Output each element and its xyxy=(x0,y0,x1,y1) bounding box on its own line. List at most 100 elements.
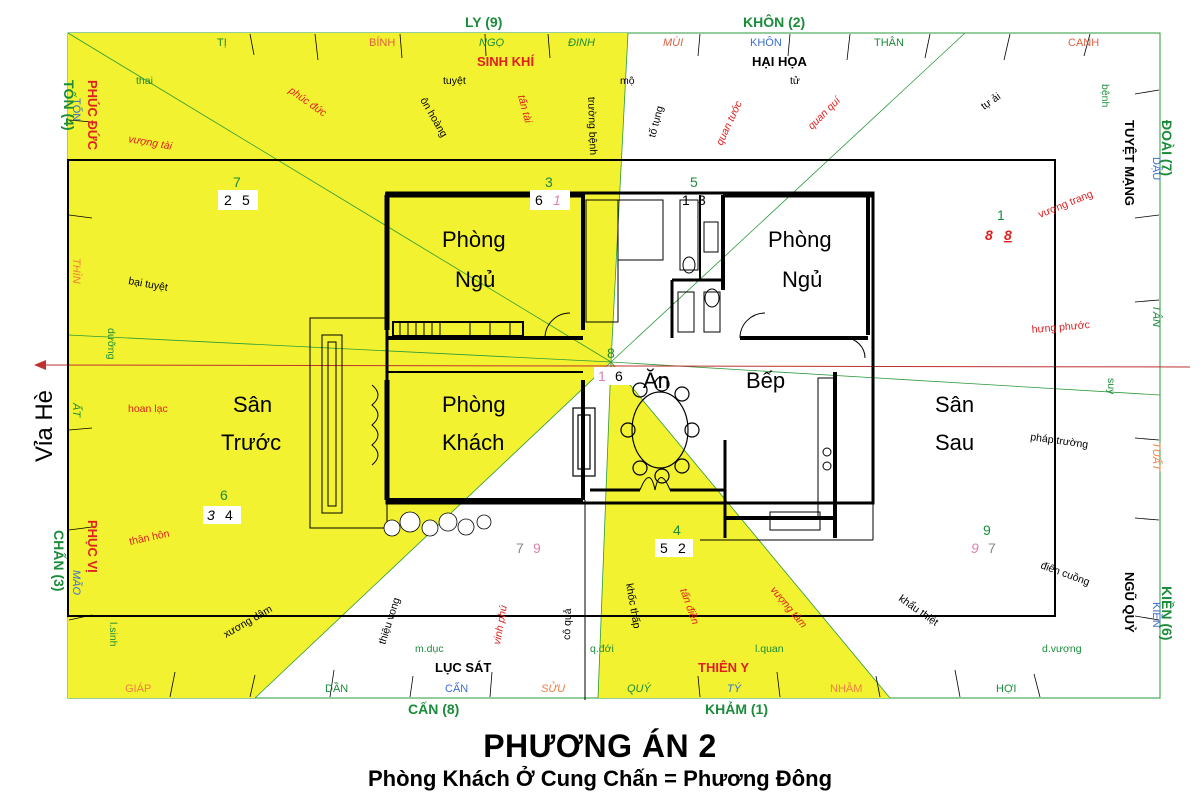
fortune-phuc-vi: PHỤC VỊ xyxy=(85,520,100,573)
back-yard-line1: Sân xyxy=(935,392,974,417)
front-yard-line2: Trước xyxy=(221,430,281,455)
star-ne-a: 1 xyxy=(682,192,690,208)
mountain-tan: TÂN xyxy=(1150,305,1163,327)
star-n-top: 3 xyxy=(545,174,553,190)
mountain-mao: MÃO xyxy=(70,570,83,596)
star-d-vuong: d.vượng xyxy=(1042,643,1082,655)
star-sw-top: 6 xyxy=(220,487,228,503)
star-ne-top: 5 xyxy=(690,174,698,190)
mountain-can: CẤN xyxy=(445,682,468,695)
fortune-hai-hoa: HẠI HỌA xyxy=(752,54,808,69)
mountain-khon: KHÔN xyxy=(750,36,782,49)
star-e-b: 8 xyxy=(1004,227,1012,243)
axis-arrow-icon xyxy=(34,360,46,370)
star-se-top: 9 xyxy=(983,522,991,538)
room-bedroom-2-line2: Ngủ xyxy=(782,267,822,292)
star-sw-b: 4 xyxy=(225,507,233,523)
star-nw-top: 7 xyxy=(233,174,241,190)
mountain-hoi: HỢI xyxy=(996,683,1016,695)
flying-stars: 7 2 5 3 6 1 5 1 3 1 8 8 8 1 6 6 3 4 4 5 … xyxy=(203,174,1012,557)
star-duong: dưỡng xyxy=(105,328,117,360)
star-tu: tử xyxy=(790,75,800,87)
star-suy: suy xyxy=(1105,378,1117,395)
room-bedroom-1-line2: Ngủ xyxy=(455,267,495,292)
star-center-b: 6 xyxy=(615,368,623,384)
star-nw-b: 5 xyxy=(242,192,250,208)
star-center-top: 8 xyxy=(607,345,615,361)
star-thai: thai xyxy=(136,75,153,87)
dining-table xyxy=(620,376,700,484)
fortune-tuyet-mang: TUYỆT MẠNG xyxy=(1122,120,1137,206)
front-yard-line1: Sân xyxy=(233,392,272,417)
trigram-can: CẤN (8) xyxy=(408,701,459,717)
door-swings xyxy=(371,312,866,491)
mountain-at: ẤT xyxy=(70,402,83,418)
trigram-doai: ĐOÀI (7) xyxy=(1159,120,1175,176)
room-dining: Ăn xyxy=(643,368,670,393)
sidewalk-label: Vỉa Hè xyxy=(31,390,58,462)
fortune-ngu-quy: NGŨ QUỶ xyxy=(1122,572,1137,633)
mountain-labels: TỊ BÍNH NGỌ ĐINH MÙI KHÔN THÂN CANH GIÁP… xyxy=(70,36,1163,695)
star-e-top: 1 xyxy=(997,207,1005,223)
fortune-labels: SINH KHÍ HẠI HỌA LỤC SÁT THIÊN Y PHÚC ĐỨ… xyxy=(85,54,1137,675)
trigram-labels: LY (9) KHÔN (2) CẤN (8) KHẢM (1) TỐN (4)… xyxy=(51,13,1175,717)
star-banh: bệnh xyxy=(1099,84,1111,108)
mountain-nham: NHÂM xyxy=(830,682,862,695)
mountain-ticks xyxy=(68,33,1160,698)
star-mo: mộ xyxy=(620,75,635,87)
wardrobe-hatch xyxy=(399,322,511,336)
mountain-than: THÂN xyxy=(874,36,904,49)
mountain-suu: SỬU xyxy=(541,682,565,695)
star-s-a: 5 xyxy=(660,540,668,556)
mountain-dau: DẬU xyxy=(1150,157,1163,180)
star-center-a: 1 xyxy=(598,368,606,384)
star-n-a: 6 xyxy=(535,192,543,208)
mountain-mui: MÙI xyxy=(663,36,683,49)
trigram-kien: KIỀN (6) xyxy=(1159,586,1175,640)
mountain-canh: CANH xyxy=(1068,37,1099,49)
star-l-sinh: l.sinh xyxy=(107,622,119,647)
room-bedroom-2-line1: Phòng xyxy=(768,227,832,252)
star-ne-b: 3 xyxy=(698,192,706,208)
star-truong-benh: trường bệnh xyxy=(585,97,599,156)
room-bedroom-1-line1: Phòng xyxy=(442,227,506,252)
trigram-chan: CHẤN (3) xyxy=(51,530,67,591)
sector-sinh-khi-phuc-duc xyxy=(68,33,628,362)
star-se-b: 7 xyxy=(988,540,996,556)
room-living-line1: Phòng xyxy=(442,392,506,417)
star-l-quan: l.quan xyxy=(755,643,784,655)
star-se-a: 9 xyxy=(971,540,979,556)
star-e-a: 8 xyxy=(985,227,993,243)
shrubs xyxy=(383,511,492,537)
star-s-b: 2 xyxy=(678,540,686,556)
house-walls xyxy=(309,191,875,700)
mountain-giap: GIÁP xyxy=(125,682,151,695)
plan-title: PHƯƠNG ÁN 2 xyxy=(483,728,717,764)
trigram-ly: LY (9) xyxy=(465,14,502,30)
lot-boundary xyxy=(67,159,1056,617)
fortune-luc-sat: LỤC SÁT xyxy=(435,660,491,675)
sofa xyxy=(572,407,596,477)
toilet-fixtures xyxy=(677,199,832,471)
mountain-ty: TÝ xyxy=(727,682,742,695)
mountain-thin: THÌN xyxy=(70,258,83,284)
mountain-dinh: ĐINH xyxy=(568,37,595,49)
room-living-line2: Khách xyxy=(442,430,504,455)
mountain-tuat: TUẤT xyxy=(1150,442,1163,472)
wardrobe xyxy=(392,321,524,337)
trigram-kham: KHẢM (1) xyxy=(705,701,768,717)
mountain-ton: TỐN xyxy=(70,98,84,121)
mountain-dan: DẦN xyxy=(325,682,348,695)
sector-thien-y xyxy=(598,362,890,698)
star-s-left-b: 9 xyxy=(533,540,541,556)
plan-subtitle: Phòng Khách Ở Cung Chấn = Phương Đông xyxy=(367,766,833,791)
back-yard-line2: Sau xyxy=(935,430,974,455)
star-s-left-a: 7 xyxy=(516,540,524,556)
star-tuyet: tuyệt xyxy=(443,75,466,87)
room-kitchen: Bếp xyxy=(746,368,785,393)
mountain-kien: KIỀN xyxy=(1150,602,1163,628)
fortune-thien-y: THIÊN Y xyxy=(698,660,749,675)
star-s-top: 4 xyxy=(673,522,681,538)
star-co-qua: cô quả xyxy=(561,608,574,640)
